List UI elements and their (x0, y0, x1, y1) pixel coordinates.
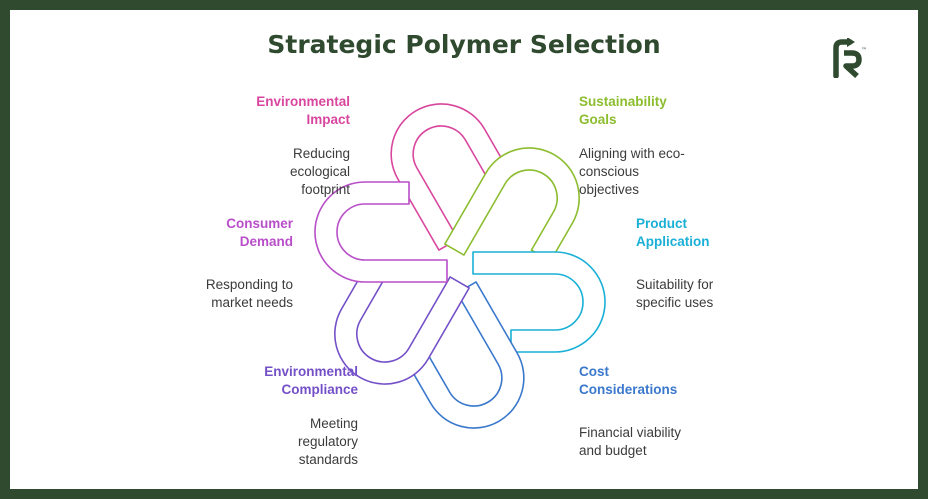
desc-environmental-compliance: Meeting regulatory standards (297, 416, 358, 467)
refresh-r-logo-icon: ™ (833, 38, 867, 78)
label-environmental-compliance: Environmental Compliance (264, 364, 358, 397)
desc-sustainability-goals: Aligning with eco- conscious objectives (579, 146, 685, 197)
page-title: Strategic Polymer Selection (267, 30, 661, 59)
trademark-mark: ™ (861, 47, 867, 54)
label-sustainability-goals: Sustainability Goals (579, 94, 667, 127)
label-consumer-demand: Consumer Demand (226, 216, 293, 249)
desc-product-application: Suitability for specific uses (636, 277, 714, 310)
label-product-application: Product Application (636, 216, 710, 249)
label-cost-considerations: Cost Considerations (579, 364, 678, 397)
desc-cost-considerations: Financial viability and budget (579, 425, 682, 458)
label-environmental-impact: Environmental Impact (256, 94, 350, 127)
desc-consumer-demand: Responding to market needs (205, 277, 293, 310)
desc-environmental-impact: Reducing ecological footprint (289, 146, 350, 197)
